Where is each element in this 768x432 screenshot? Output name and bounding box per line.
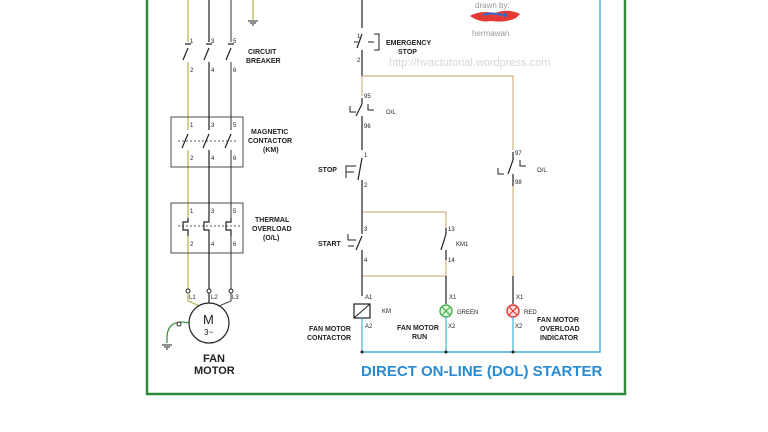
overload-contact-nc — [349, 98, 374, 150]
fish-logo — [470, 10, 520, 22]
km1-pin-14: 14 — [448, 258, 455, 264]
overload-load-3: INDICATOR — [540, 335, 578, 342]
motor-m: M — [203, 312, 214, 327]
contactor-load-2: CONTACTOR — [307, 335, 351, 342]
earth-symbol-motor — [162, 344, 172, 350]
start-pin-4: 4 — [364, 258, 368, 264]
ol-label-2: O/L — [537, 168, 547, 174]
svg-text:1: 1 — [364, 153, 368, 159]
km1-pin-13: 13 — [448, 227, 455, 233]
green-label: GREEN — [457, 310, 478, 316]
diagram-frame — [145, 0, 627, 396]
svg-text:3: 3 — [211, 123, 215, 129]
red-lamp — [506, 304, 520, 318]
svg-text:6: 6 — [233, 68, 237, 74]
start-label: START — [318, 241, 342, 248]
overload-label-3: (O/L) — [263, 235, 279, 242]
run-load-1: FAN MOTOR — [397, 325, 439, 332]
motor-phase: 3~ — [204, 328, 213, 337]
red-label: RED — [524, 310, 537, 316]
svg-text:1: 1 — [357, 34, 361, 40]
ol-pin-95: 95 — [364, 94, 371, 100]
motor-ground-wire — [166, 321, 191, 343]
stop-button-contact — [345, 157, 363, 212]
power-circuit: 1 3 5 2 4 6 CIRCUIT BREAKER 1 3 5 2 4 6 MAGNETIC… — [162, 0, 292, 377]
contactor-load-1: FAN MOTOR — [309, 326, 351, 333]
start-pin-3: 3 — [364, 227, 368, 233]
watermark-url: http://hvactutorial.wordpress.com — [389, 57, 550, 69]
overload-load-1: FAN MOTOR — [537, 317, 579, 324]
green-x1: X1 — [449, 295, 457, 301]
svg-text:1: 1 — [190, 209, 194, 215]
svg-text:5: 5 — [233, 209, 237, 215]
overload-label-1: THERMAL — [255, 217, 290, 224]
emergency-stop-contact — [354, 33, 380, 51]
km1-aux-contact — [440, 228, 447, 260]
green-x2: X2 — [448, 324, 456, 330]
svg-text:2: 2 — [190, 68, 194, 74]
svg-text:4: 4 — [211, 156, 215, 162]
svg-text:2: 2 — [190, 242, 194, 248]
credit-block: drawn by: hermawan — [470, 1, 520, 38]
svg-text:3: 3 — [211, 39, 215, 45]
ol2-pin-98: 98 — [515, 180, 522, 186]
ol-pin-96: 96 — [364, 124, 371, 130]
km1-label: KM1 — [456, 242, 469, 248]
contactor-label-2: CONTACTOR — [248, 138, 292, 145]
terminal-l2: L2 — [211, 295, 218, 301]
motor-label-2: MOTOR — [194, 365, 235, 377]
credit-drawn-by: drawn by: — [475, 1, 510, 10]
emergency-stop-label-2: STOP — [398, 49, 417, 56]
svg-text:2: 2 — [364, 183, 368, 189]
overload-contact-no — [497, 150, 526, 186]
red-x2: X2 — [515, 324, 523, 330]
neutral-line — [362, 0, 601, 353]
stop-label: STOP — [318, 167, 337, 174]
svg-text:2: 2 — [357, 58, 361, 64]
start-button-contact — [347, 212, 363, 296]
thermal-overload-box — [170, 202, 244, 254]
svg-text:4: 4 — [211, 68, 215, 74]
contactor-label-3: (KM) — [263, 147, 279, 154]
terminal-l1: L1 — [189, 295, 196, 301]
svg-text:6: 6 — [233, 156, 237, 162]
svg-text:1: 1 — [190, 39, 194, 45]
svg-text:2: 2 — [190, 156, 194, 162]
svg-text:4: 4 — [211, 242, 215, 248]
coil-a2: A2 — [365, 324, 373, 330]
coil-a1: A1 — [365, 295, 373, 301]
overload-load-2: OVERLOAD — [540, 326, 580, 333]
green-lamp — [439, 304, 453, 318]
circuit-breaker-label-1: CIRCUIT — [248, 49, 277, 56]
earth-symbol-top — [248, 20, 258, 26]
credit-author: hermawan — [472, 29, 509, 38]
diagram-title: DIRECT ON-LINE (DOL) STARTER — [361, 363, 603, 380]
circuit-breaker-contacts — [182, 42, 235, 62]
svg-text:3: 3 — [211, 209, 215, 215]
magnetic-contactor-box — [170, 116, 244, 168]
svg-text:5: 5 — [233, 123, 237, 129]
svg-text:5: 5 — [233, 39, 237, 45]
svg-text:6: 6 — [233, 242, 237, 248]
ol-label-1: O/L — [386, 110, 396, 116]
red-x1: X1 — [516, 295, 524, 301]
coil-label: KM — [382, 309, 391, 315]
control-circuit: 1 2 EMERGENCY STOP 95 96 O/L 1 2 STOP — [307, 0, 601, 354]
run-load-2: RUN — [412, 334, 427, 341]
terminal-l3: L3 — [232, 295, 239, 301]
contactor-label-1: MAGNETIC — [251, 129, 288, 136]
svg-text:1: 1 — [190, 123, 194, 129]
circuit-breaker-label-2: BREAKER — [246, 58, 281, 65]
overload-label-2: OVERLOAD — [252, 226, 292, 233]
motor-label-1: FAN — [203, 353, 225, 365]
ol2-pin-97: 97 — [515, 151, 522, 157]
emergency-stop-label-1: EMERGENCY — [386, 40, 431, 47]
